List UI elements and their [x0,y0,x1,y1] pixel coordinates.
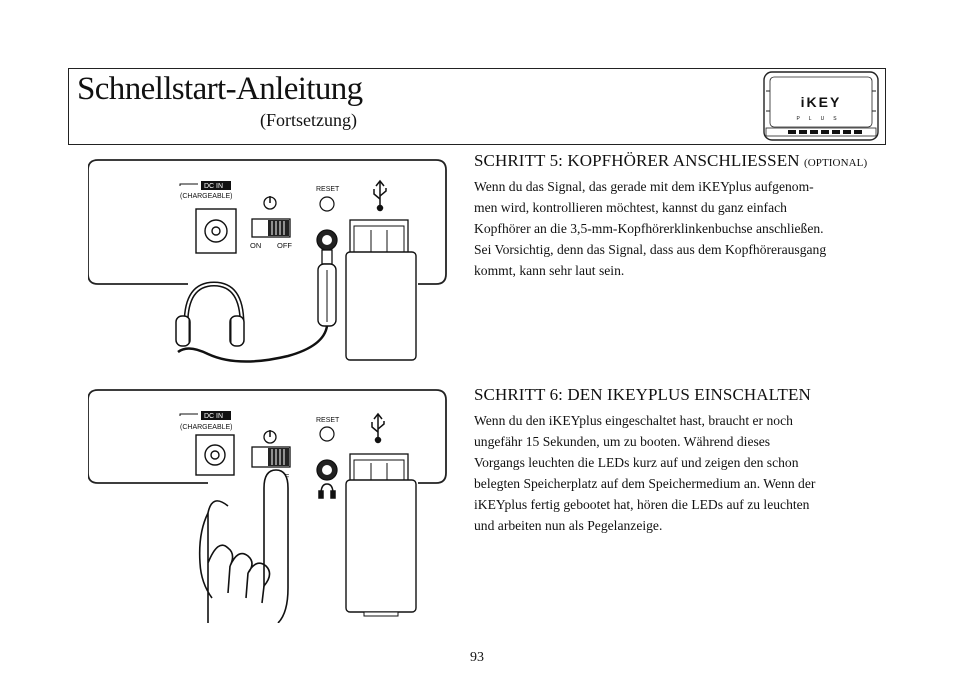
dc-in-port: DC IN (CHARGEABLE) [179,411,235,476]
device-logo-sub: PLUS [796,116,845,122]
power-icon [263,430,277,444]
power-switch: ON OFF [250,218,292,250]
headphones-icon [175,281,245,347]
usb-stick [345,453,417,617]
svg-text:OFF: OFF [277,241,292,250]
page-number: 93 [470,650,484,665]
usb-stick [345,219,417,361]
power-on-illustration: DC IN (CHARGEABLE) FF RESET [88,389,447,623]
usb-icon [371,412,385,444]
hand-icon [198,469,289,623]
svg-text:DC IN: DC IN [204,183,223,190]
dc-in-port: DC IN (CHARGEABLE) [179,181,237,254]
step-5-optional: (OPTIONAL) [803,157,868,169]
step-6-body: Wenn du den iKEYplus eingeschaltet hast,… [474,413,816,533]
ikeyplus-device-image: iKEY PLUS [763,71,879,141]
svg-text:(CHARGEABLE): (CHARGEABLE) [180,424,233,431]
step-5-section: SCHRITT 5: KOPFHÖRER ANSCHLIESSEN (OPTIO… [474,151,874,281]
reset-label: RESET [316,417,340,424]
svg-text:(CHARGEABLE): (CHARGEABLE) [180,193,233,200]
reset-button [319,196,335,212]
step-5-body: Wenn du das Signal, das gerade mit dem i… [474,179,827,278]
step-6-heading: SCHRITT 6: DEN IKEYPLUS EINSCHALTEN [474,385,811,404]
step-6-section: SCHRITT 6: DEN IKEYPLUS EINSCHALTEN Wenn… [474,385,874,536]
headphone-plug [317,249,337,327]
step-5-heading-text: SCHRITT 5: KOPFHÖRER ANSCHLIESSEN [474,151,800,170]
svg-text:DC IN: DC IN [204,413,223,420]
reset-label: RESET [316,186,340,193]
device-logo: iKEY [801,94,842,110]
usb-icon [373,179,387,212]
power-icon [263,196,277,210]
page-header: Schnellstart-Anleitung (Fortsetzung) iKE… [68,68,886,145]
page-subtitle: (Fortsetzung) [260,110,357,130]
reset-button [319,426,335,442]
step-5-heading: SCHRITT 5: KOPFHÖRER ANSCHLIESSEN (OPTIO… [474,151,874,171]
svg-text:ON: ON [250,241,261,250]
headphones-icon [318,483,336,499]
headphone-connection-illustration: DC IN (CHARGEABLE) ON OFF RESET [88,159,447,363]
page-title: Schnellstart-Anleitung [77,71,363,107]
